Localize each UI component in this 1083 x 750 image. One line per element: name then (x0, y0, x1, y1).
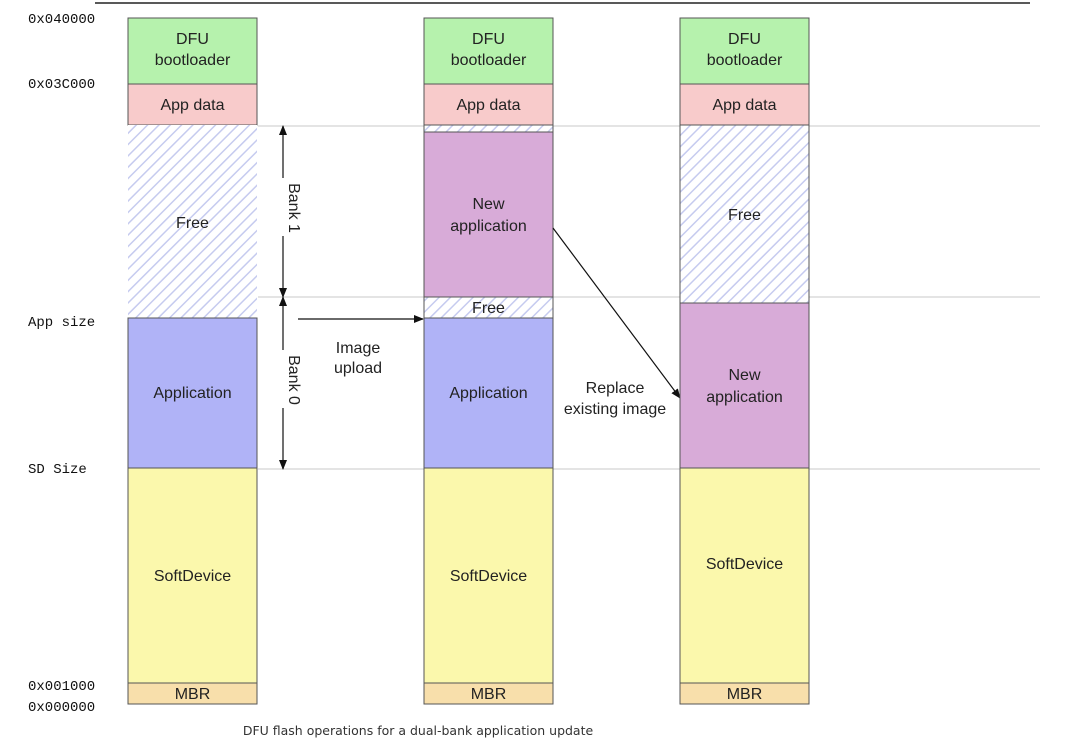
label-upload: upload (334, 360, 382, 377)
diagram-caption: DFU flash operations for a dual-bank app… (243, 723, 594, 738)
label-existing-image: existing image (564, 401, 666, 418)
block-new-application (423, 131, 554, 298)
addr-bottom: 0x000000 (28, 700, 95, 716)
label-softdevice: SoftDevice (154, 568, 231, 585)
addr-app-size: App size (28, 315, 95, 331)
image-upload-arrow: Image upload (298, 315, 424, 377)
addr-bootloader-start: 0x03C000 (28, 77, 95, 93)
label-mbr: MBR (471, 686, 507, 703)
block-mbr (127, 682, 258, 705)
block-app-data (423, 83, 554, 126)
bank1-label-bg (275, 178, 291, 236)
label-application: Application (153, 385, 231, 402)
block-mbr (423, 682, 554, 705)
block-dfu-bootloader (127, 17, 258, 85)
column-uploaded: DFU bootloader App data New application … (423, 17, 554, 705)
block-application (127, 317, 258, 469)
bank-brackets: Bank 1 Bank 0 (275, 125, 302, 470)
block-mbr (679, 682, 810, 705)
label-mbr: MBR (175, 686, 211, 703)
label-new: New (472, 196, 504, 213)
label-new-application: application (706, 389, 783, 406)
label-new: New (728, 367, 760, 384)
bank0-label-bg (275, 350, 291, 408)
block-softdevice (127, 467, 258, 684)
label-softdevice: SoftDevice (706, 556, 783, 573)
label-dfu: DFU (728, 31, 761, 48)
label-free: Free (472, 300, 505, 317)
label-bootloader: bootloader (155, 52, 231, 69)
label-replace: Replace (586, 380, 645, 397)
block-app-data (127, 83, 258, 126)
replace-arrow-line (552, 227, 681, 399)
block-softdevice (679, 467, 810, 684)
addr-mbr-end: 0x001000 (28, 679, 95, 695)
label-image: Image (336, 340, 381, 357)
label-application: Application (449, 385, 527, 402)
label-app-data: App data (456, 97, 520, 114)
label-app-data: App data (160, 97, 224, 114)
label-free: Free (728, 207, 761, 224)
block-free-sliver (423, 124, 554, 133)
label-softdevice: SoftDevice (450, 568, 527, 585)
block-new-application (679, 302, 810, 469)
label-bootloader: bootloader (707, 52, 783, 69)
label-dfu: DFU (472, 31, 505, 48)
label-free: Free (176, 215, 209, 232)
block-application (423, 317, 554, 469)
block-free (128, 125, 257, 318)
label-mbr: MBR (727, 686, 763, 703)
bank1-label: Bank 1 (285, 183, 302, 233)
label-bootloader: bootloader (451, 52, 527, 69)
block-dfu-bootloader (679, 17, 810, 85)
bank0-label: Bank 0 (285, 355, 302, 405)
addr-sd-size: SD Size (28, 462, 87, 478)
addr-top: 0x040000 (28, 12, 95, 28)
label-app-data: App data (712, 97, 776, 114)
block-app-data (679, 83, 810, 126)
block-dfu-bootloader (423, 17, 554, 85)
label-dfu: DFU (176, 31, 209, 48)
column-replaced: DFU bootloader App data Free New applica… (679, 17, 810, 705)
block-softdevice (423, 467, 554, 684)
column-original: DFU bootloader App data Free Application… (127, 17, 258, 705)
label-new-application: application (450, 218, 527, 235)
replace-arrow: Replace existing image (552, 227, 681, 418)
